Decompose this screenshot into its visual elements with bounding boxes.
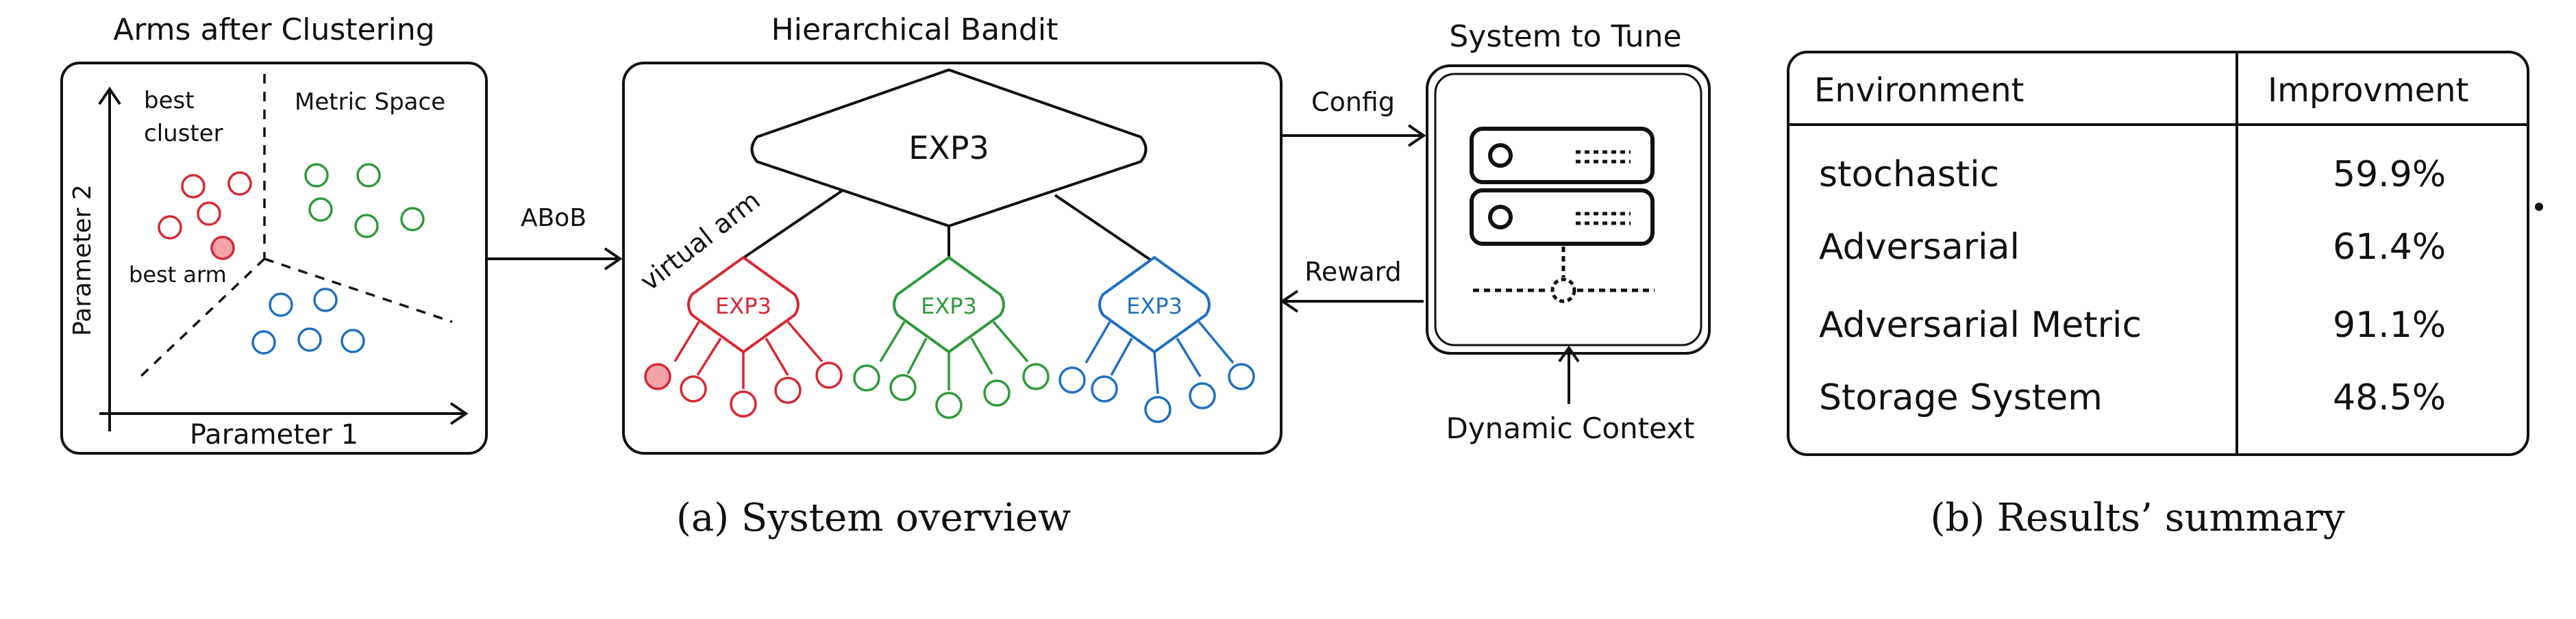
arm-point bbox=[251, 330, 276, 355]
config-label: Config bbox=[1311, 87, 1395, 117]
table-cell-imp-2: 61.4% bbox=[2333, 227, 2446, 268]
feedback-connectors: Config Reward bbox=[1280, 87, 1426, 313]
table-header-environment: Environment bbox=[1814, 71, 2024, 110]
table-frame bbox=[1787, 51, 2529, 456]
system-box-outer bbox=[1426, 64, 1711, 355]
arm-leaf bbox=[935, 392, 963, 419]
reward-arrow bbox=[1280, 290, 1424, 313]
child-exp3-green-label: EXP3 bbox=[921, 293, 977, 319]
best-arm-label: best arm bbox=[129, 262, 227, 288]
arm-leaf bbox=[1189, 382, 1216, 409]
table-header-improvement: Improvment bbox=[2268, 71, 2468, 110]
results-table: Environment Improvment stochastic 59.9% … bbox=[1787, 51, 2529, 456]
table-cell-imp-4: 48.5% bbox=[2333, 377, 2446, 418]
arm-leaf bbox=[1228, 363, 1255, 390]
best-cluster-label-2: cluster bbox=[144, 120, 223, 147]
table-cell-env-3: Adversarial Metric bbox=[1819, 305, 2142, 346]
arm-leaf bbox=[1058, 366, 1086, 394]
arm-leaf bbox=[1022, 363, 1050, 390]
cluster-separator-right bbox=[264, 257, 453, 323]
clustering-title: Arms after Clustering bbox=[113, 12, 434, 47]
arm-point bbox=[308, 197, 333, 222]
arm-point bbox=[304, 163, 329, 188]
abob-label: ABoB bbox=[521, 204, 586, 232]
child-exp3-blue-label: EXP3 bbox=[1126, 293, 1182, 319]
clustering-box bbox=[60, 62, 488, 455]
arm-leaf bbox=[983, 379, 1011, 407]
x-axis bbox=[99, 402, 469, 425]
cluster-separator-left bbox=[139, 257, 266, 378]
abob-arrow bbox=[488, 247, 623, 270]
edge-top-to-blue bbox=[1054, 194, 1152, 262]
arm-point bbox=[269, 292, 293, 317]
arm-leaf bbox=[889, 374, 917, 401]
x-axis-label: Parameter 1 bbox=[190, 419, 358, 451]
arm-point bbox=[340, 329, 365, 353]
table-cell-env-2: Adversarial bbox=[1819, 227, 2020, 268]
table-cell-imp-1: 59.9% bbox=[2333, 154, 2446, 195]
stray-dot bbox=[2535, 203, 2543, 211]
metric-space-label: Metric Space bbox=[295, 88, 445, 116]
arm-point bbox=[313, 288, 338, 312]
dynamic-context-arrow bbox=[1558, 345, 1580, 404]
arm-leaf bbox=[644, 363, 671, 390]
arm-point bbox=[181, 174, 206, 199]
table-cell-env-4: Storage System bbox=[1819, 377, 2103, 418]
y-axis bbox=[98, 86, 121, 431]
top-exp3-label: EXP3 bbox=[908, 129, 989, 166]
best-arm-point bbox=[210, 236, 235, 260]
child-node-blue: EXP3 bbox=[1058, 255, 1255, 423]
arm-point bbox=[354, 214, 379, 238]
table-cell-imp-3: 91.1% bbox=[2333, 305, 2446, 346]
arm-point bbox=[158, 215, 182, 240]
dynamic-context-label: Dynamic Context bbox=[1446, 412, 1694, 445]
child-node-red: EXP3 bbox=[644, 255, 843, 418]
table-cell-env-1: stochastic bbox=[1819, 154, 1999, 195]
arm-leaf bbox=[774, 377, 802, 404]
system-panel: System to Tune Dynamic Context bbox=[1426, 19, 1711, 445]
arm-leaf bbox=[853, 364, 880, 392]
caption-b: (b) Results’ summary bbox=[1930, 496, 2344, 540]
config-arrow bbox=[1281, 124, 1426, 147]
child-exp3-red-label: EXP3 bbox=[715, 293, 771, 319]
child-node-green: EXP3 bbox=[853, 255, 1050, 419]
clustering-panel: Arms after Clustering Parameter 1 Parame… bbox=[60, 12, 488, 455]
arm-point bbox=[297, 327, 322, 352]
system-title: System to Tune bbox=[1449, 19, 1681, 54]
bandit-panel: Hierarchical Bandit EXP3 virtual arm EXP… bbox=[622, 12, 1283, 455]
arm-leaf bbox=[1091, 375, 1118, 403]
system-box-inner bbox=[1434, 73, 1702, 346]
abob-connector: ABoB bbox=[488, 204, 623, 270]
reward-label: Reward bbox=[1304, 257, 1402, 287]
arm-point bbox=[197, 201, 221, 226]
server-icon bbox=[1470, 127, 1655, 303]
caption-a: (a) System overview bbox=[676, 496, 1071, 540]
arm-leaf bbox=[730, 390, 757, 418]
arm-point bbox=[356, 163, 381, 188]
y-axis-label: Parameter 2 bbox=[69, 184, 97, 336]
arm-point bbox=[400, 207, 425, 231]
arm-leaf bbox=[1144, 396, 1172, 423]
arm-point bbox=[227, 171, 252, 196]
edge-top-to-red bbox=[739, 189, 844, 262]
bandit-title: Hierarchical Bandit bbox=[771, 12, 1058, 47]
best-cluster-label-1: best bbox=[144, 87, 195, 114]
arm-leaf bbox=[680, 375, 707, 403]
arm-leaf bbox=[815, 362, 843, 389]
